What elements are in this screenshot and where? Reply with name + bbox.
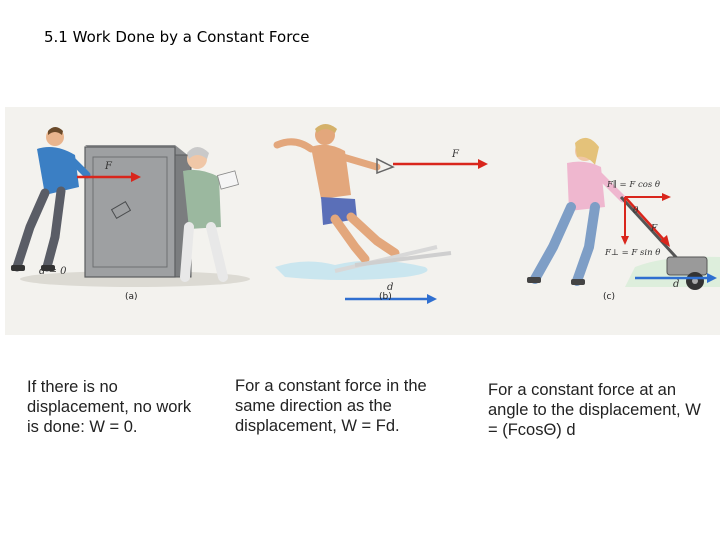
panel-c-perp-label: F⊥ = F sin θ — [604, 248, 660, 258]
person-mowing-icon — [527, 137, 627, 286]
panel-a-label: (a) — [125, 292, 138, 302]
panel-b-force-label: F — [451, 149, 460, 160]
panel-c-theta-label: θ — [633, 206, 639, 216]
caption-same-direction: For a constant force in the same directi… — [235, 377, 427, 435]
caption-at-angle: For a constant force at an angle to the … — [488, 381, 701, 439]
water-skier-icon — [273, 124, 452, 273]
slide-title: 5.1 Work Done by a Constant Force — [44, 28, 310, 46]
panel-c-displacement-label: d — [673, 279, 679, 290]
panel-a-force-label: F — [104, 161, 113, 172]
panel-c-force-label: F — [650, 224, 658, 234]
lawn-mower-icon — [619, 195, 708, 290]
person-pushing-icon — [11, 127, 91, 272]
panel-a-displacement-label: d = 0 — [39, 266, 67, 277]
panel-c: F∥ = F cos θ F⊥ = F sin θ F θ d (c) — [527, 137, 720, 302]
person-reading-icon — [180, 147, 239, 282]
work-illustration: F d = 0 (a) — [5, 107, 720, 335]
panel-c-parallel-label: F∥ = F cos θ — [606, 179, 660, 190]
caption-no-displacement: If there is no displacement, no work is … — [27, 378, 192, 436]
panel-a: F d = 0 (a) — [11, 127, 250, 302]
panel-c-label: (c) — [603, 292, 615, 302]
panel-b-label: (b) — [379, 292, 392, 302]
panel-b-displacement-label: d — [387, 282, 393, 293]
illustration-svg: F d = 0 (a) — [11, 124, 720, 304]
safe-icon — [84, 145, 192, 278]
panel-b: F d (b) — [273, 124, 488, 304]
